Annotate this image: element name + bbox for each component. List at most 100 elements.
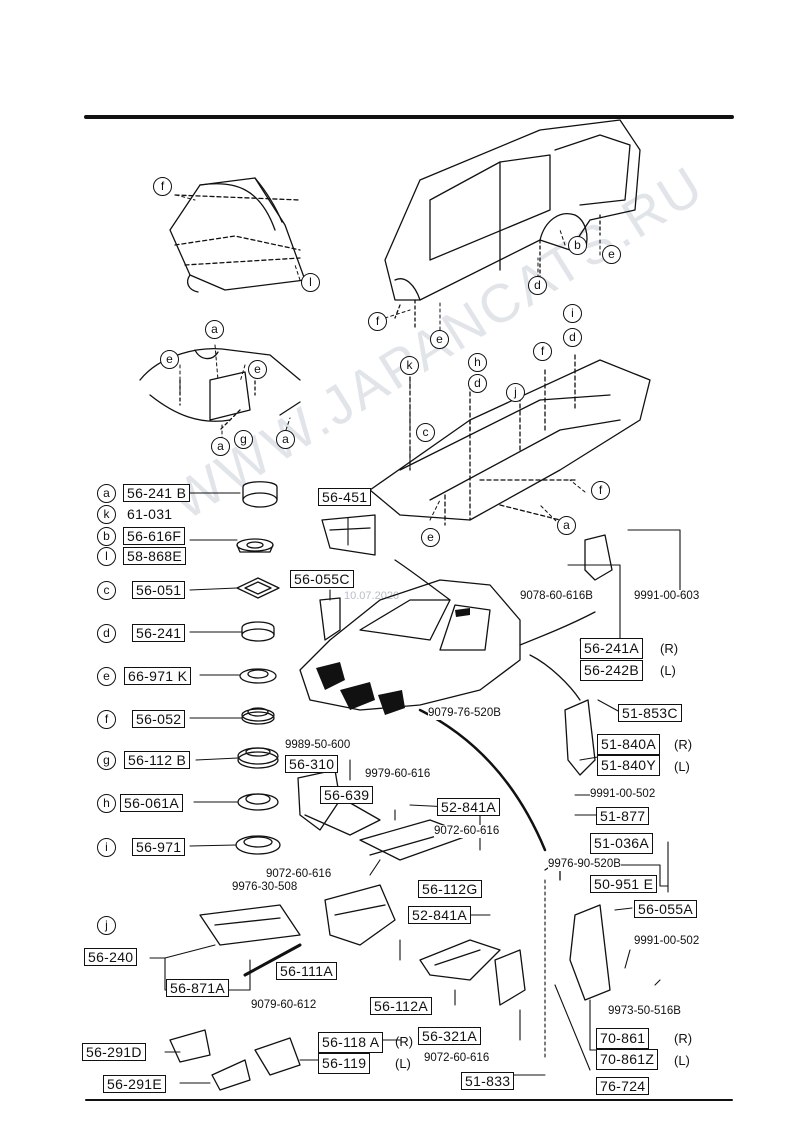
callout-a: a [557,516,576,535]
part-51-853c: 51-853C [618,704,682,722]
part-56-119: 56-119 [318,1053,371,1074]
part-52-841a: 52-841A [437,798,501,816]
part-56-242b: 56-242B [580,660,644,681]
callout-e: e [421,528,440,547]
legend-part-e: 66-971 K [124,667,192,685]
legend-part-b: 56-616F [123,527,186,545]
legend-part-h: 56-061A [120,794,184,812]
part-56-291d: 56-291D [82,1043,146,1061]
part-51-036a: 51-036A [590,833,654,854]
callout-k: k [400,356,419,375]
fastener-9072-60-616-bottom: 9072-60-616 [424,1052,490,1065]
callout-e: e [430,330,449,349]
callout-stems [175,194,601,526]
part-56-871a: 56-871A [166,979,230,997]
legend-key-l: l [97,547,116,566]
part-76-724: 76-724 [596,1077,650,1095]
fastener-9979-60-616: 9979-60-616 [365,768,431,781]
part-56-111a: 56-111A [276,962,337,980]
fastener-9976-30-508: 9976-30-508 [232,881,298,894]
fastener-9976-90-520b: 9976-90-520B [548,858,621,871]
callout-f: f [591,481,610,500]
leader-arc [418,708,547,852]
legend-key-h: h [97,794,116,813]
legend-part-k: 61-031 [123,505,177,523]
filled-floor-pads [316,608,470,715]
side-right: (R) [660,641,679,656]
part-50-951e: 50-951 E [590,875,658,893]
callout-f: f [368,312,387,331]
fastener-9079-60-612: 9079-60-612 [251,999,317,1012]
callout-g: g [234,430,253,449]
part-56-055a: 56-055A [634,900,698,918]
legend-key-a: a [97,484,116,503]
part-51-833: 51-833 [461,1072,515,1090]
callout-c: c [416,423,435,442]
part-70-861: 70-861 [596,1028,650,1049]
legend-key-f: f [97,710,116,729]
legend-key-i: i [97,838,116,857]
part-56-112g: 56-112G [418,880,482,898]
callout-e: e [248,360,267,379]
legend-key-d: d [97,624,116,643]
part-56-241a: 56-241A [580,638,644,659]
callout-a: a [276,430,295,449]
side-right: (R) [395,1034,414,1049]
legend-key-k: k [97,505,116,524]
side-left: (L) [660,663,676,678]
side-left: (L) [674,759,690,774]
fastener-9989-50-600: 9989-50-600 [285,739,351,752]
part-56-451: 56-451 [318,488,372,506]
legend-key-b: b [97,527,116,546]
legend-key-g: g [97,751,116,770]
fastener-9072-60-616: 9072-60-616 [434,825,500,838]
under-covers [169,514,526,1091]
callout-d: d [563,328,582,347]
legend-part-a: 56-241 B [123,484,191,502]
part-56-055c: 56-055C [290,570,354,588]
part-70-861z: 70-861Z [596,1049,659,1070]
legend-part-l: 58-868E [123,547,187,565]
part-51-840a: 51-840A [597,734,661,755]
callout-a: a [211,437,230,456]
callout-l: l [301,273,320,292]
legend-part-c: 56-051 [132,581,186,599]
legend-part-i: 56-971 [132,838,186,856]
part-56-310: 56-310 [285,755,339,773]
callout-i: i [563,304,582,323]
callout-a: a [205,320,224,339]
callout-f: f [533,342,552,361]
rear-panel-detail [169,177,306,293]
part-56-118a: 56-118 A [318,1032,384,1053]
side-right: (R) [674,737,693,752]
side-left: (L) [674,1053,690,1068]
fastener-9078-60-616b: 9078-60-616B [520,590,593,603]
part-56-291e: 56-291E [103,1075,167,1093]
legend-key-c: c [97,581,116,600]
part-56-240: 56-240 [84,948,138,966]
date-stamp: 10.07.2026 [344,590,400,602]
side-left: (L) [395,1056,411,1071]
legend-plugs [235,481,281,855]
callout-d: d [528,276,547,295]
part-56-321a: 56-321A [418,1027,482,1045]
legend-key-j: j [97,916,116,935]
leader-lines [149,492,681,1084]
callout-h: h [468,353,487,372]
callout-e: e [602,245,621,264]
legend-key-e: e [97,667,116,686]
part-51-877: 51-877 [596,807,650,825]
fastener-9079-76-520b: 9079-76-520B [428,707,501,720]
callout-b: b [568,236,587,255]
fastener-9991-00-502: 9991-00-502 [590,788,656,801]
callout-e: e [160,350,179,369]
fastener-9973-50-516b: 9973-50-516B [608,1005,681,1018]
legend-part-f: 56-052 [132,710,186,728]
fastener-9072-60-616-left: 9072-60-616 [266,868,332,881]
callout-j: j [506,383,525,402]
part-51-840y: 51-840Y [597,755,661,776]
part-56-639: 56-639 [320,786,374,804]
floor-pan [369,354,651,526]
